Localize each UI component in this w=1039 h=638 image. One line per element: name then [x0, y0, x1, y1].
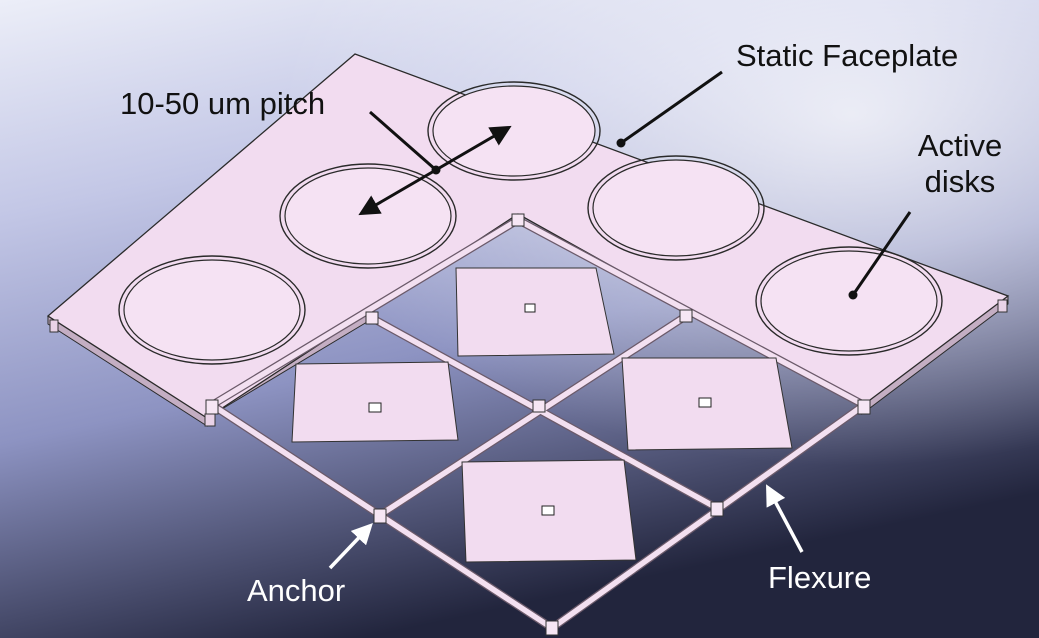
pixel-plate: [621, 357, 793, 451]
faceplate-leg: [997, 299, 1008, 313]
disk: [118, 255, 306, 365]
anchor-post: [710, 501, 724, 517]
anchor-post: [545, 620, 559, 636]
flexure-arrow: [766, 484, 804, 553]
anchor-post: [857, 399, 871, 415]
disk: [279, 163, 457, 269]
pixel-plate: [291, 361, 459, 443]
disk: [587, 155, 765, 261]
faceplate-leader: [616, 70, 723, 148]
active-disk-leader: [848, 211, 912, 300]
anchor-post: [511, 213, 525, 227]
pitch-label: 10-50 um pitch: [120, 86, 326, 121]
faceplate-leg: [204, 413, 216, 427]
pixel-plate: [455, 267, 615, 357]
pitch-arrow: [358, 110, 512, 216]
active-disks-label: Active disks: [917, 128, 1003, 199]
disk: [427, 81, 601, 181]
anchor-post: [365, 311, 379, 325]
pixel-plates: [291, 267, 793, 563]
anchors: [205, 213, 871, 636]
anchor-post: [373, 508, 387, 524]
static-faceplate-label: Static Faceplate: [736, 38, 959, 73]
anchor-post: [205, 399, 219, 415]
anchor-arrow: [328, 522, 373, 570]
pixel-plate: [461, 459, 637, 563]
disk: [755, 246, 943, 356]
active-disks: [118, 81, 943, 365]
anchor-post: [532, 399, 546, 413]
faceplate-leg: [49, 319, 59, 333]
anchor-post: [679, 309, 693, 323]
anchor-label: Anchor: [247, 573, 346, 608]
flexure-label: Flexure: [768, 560, 872, 595]
